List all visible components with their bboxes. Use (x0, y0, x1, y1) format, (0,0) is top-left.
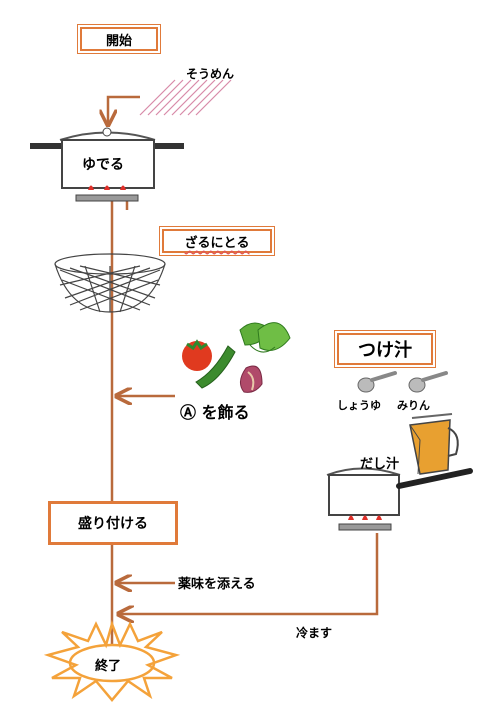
dashi-label: だし汁 (360, 457, 400, 472)
cucumber-icon (195, 345, 236, 389)
sauce-pan-icon (326, 467, 473, 531)
start-label: 開始 (105, 33, 132, 49)
gas-flame-icon (88, 185, 126, 190)
tomato-icon (182, 339, 212, 371)
somen-noodles-illustration (139, 79, 232, 116)
colander-icon (54, 253, 166, 313)
shiso-leaf-icon (239, 322, 291, 353)
boiling-pot-icon (30, 127, 184, 202)
gas-flame-icon (348, 515, 382, 520)
boil-label: ゆでる (82, 157, 124, 173)
plate-box: 盛り付ける (48, 501, 178, 545)
measuring-cup-icon (409, 413, 459, 475)
cool-label: 冷ます (296, 626, 333, 640)
somen-label: そうめん (186, 67, 235, 81)
end-label: 終了 (95, 659, 122, 674)
drain-label: ざるにとる (184, 235, 250, 251)
soy-sauce-label: しょうゆ (337, 399, 381, 412)
vegetables-illustration (182, 322, 291, 393)
sauce-title: つけ汁 (358, 340, 412, 361)
mirin-ladle-icon (408, 371, 448, 393)
sauce-title-box: つけ汁 (334, 330, 436, 368)
drain-box: ざるにとる (159, 226, 275, 256)
decorate-label: Ⓐ を飾る (180, 403, 250, 422)
myoga-icon (240, 365, 263, 393)
plate-label: 盛り付ける (78, 516, 148, 532)
start-box: 開始 (77, 24, 161, 54)
soy-sauce-ladle-icon (357, 371, 397, 393)
end-sun-shape (43, 620, 181, 702)
condiments-label: 薬味を添える (178, 577, 256, 592)
flow-lines (108, 95, 379, 645)
mirin-label: みりん (397, 399, 430, 412)
